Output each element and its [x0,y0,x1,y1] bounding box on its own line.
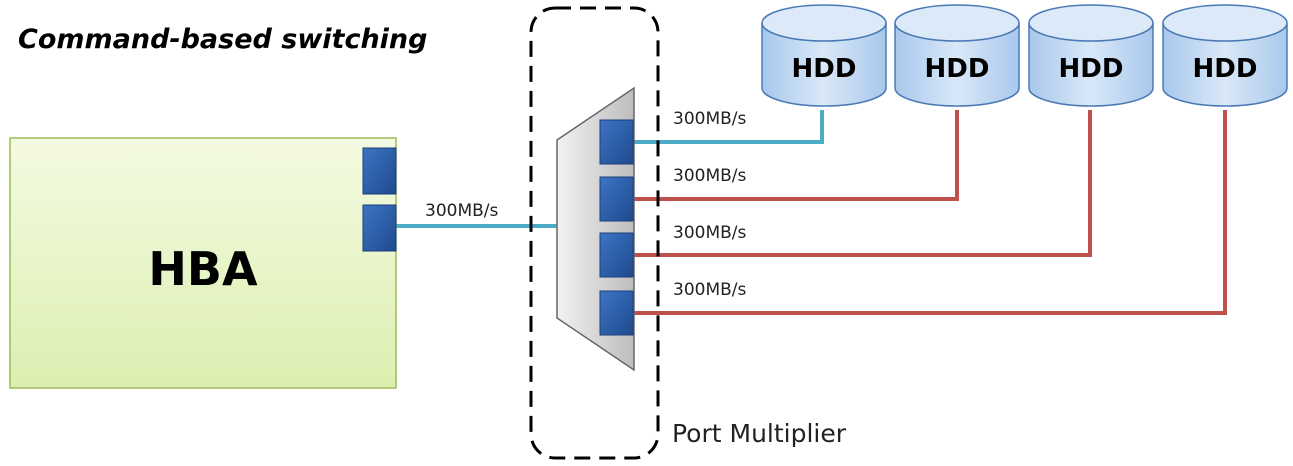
hba-card: HBA [9,137,397,389]
hdd-label-4: HDD [1193,54,1258,84]
pm-port-4 [599,290,634,336]
port-multiplier-switch [556,86,635,372]
hdd-drive-3: HDD [1028,4,1154,107]
port-speed-4: 300MB/s [673,280,747,300]
pm-port-3 [599,232,634,278]
port-multiplier-enclosure [529,6,660,460]
drive-link-4 [632,110,1227,315]
port-speed-1: 300MB/s [673,109,747,129]
hdd-drive-2: HDD [894,4,1020,107]
hdd-label-2: HDD [925,54,990,84]
drive-link-2 [632,110,959,201]
hba-label: HBA [148,242,258,296]
diagram-title: Command-based switching [18,24,427,55]
port-speed-2: 300MB/s [673,166,747,186]
drive-link-1 [632,110,824,144]
hdd-label-1: HDD [792,54,857,84]
hba-port-lower [362,204,397,252]
hba-port-upper [362,147,397,195]
port-speed-3: 300MB/s [673,223,747,243]
port-multiplier-label: Port Multiplier [672,419,847,448]
hdd-drive-4: HDD [1162,4,1288,107]
drive-link-3 [632,110,1092,257]
hdd-drive-1: HDD [761,4,887,107]
pm-port-1 [599,119,634,165]
hdd-label-3: HDD [1059,54,1124,84]
pm-port-2 [599,176,634,222]
hba-link-speed: 300MB/s [425,201,499,221]
links-layer [395,110,1227,315]
